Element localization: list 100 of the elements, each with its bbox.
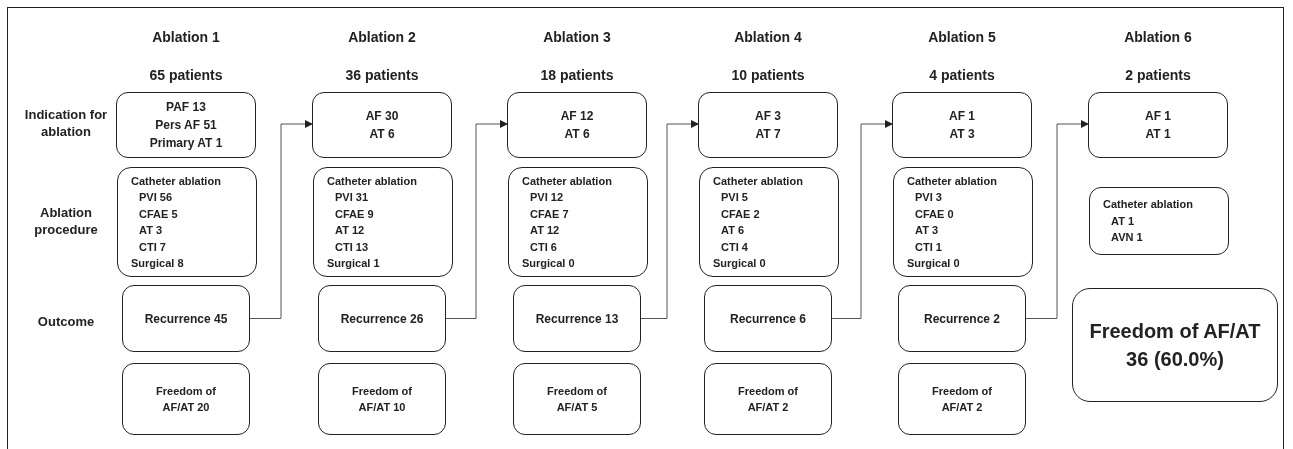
connector-arrow	[1025, 120, 1089, 319]
box-text: AF 1	[949, 108, 975, 125]
box-text: PVI 56	[139, 190, 173, 205]
box-text: CFAE 2	[721, 206, 760, 222]
box-text: CFAE 7	[530, 206, 569, 222]
rounded-box	[122, 285, 250, 352]
box-text: Recurrence 2	[923, 310, 1000, 328]
box-text: Freedom of AF/AT 2	[931, 384, 993, 415]
column-header: 65 patients	[149, 66, 223, 84]
box-text: Catheter ablation	[907, 173, 997, 189]
box-text: CTI 6	[530, 239, 557, 255]
box-text: AT 12	[335, 223, 365, 238]
rounded-box	[1072, 288, 1278, 402]
rounded-box	[117, 167, 257, 277]
box-text: AT 12	[530, 223, 560, 238]
box-text: Catheter ablation	[1103, 197, 1193, 213]
box-text: Surgical 1	[327, 256, 380, 271]
column-header: Ablation 2	[348, 28, 416, 46]
box-text: Catheter ablation	[522, 173, 612, 189]
column-header: Ablation 3	[543, 28, 611, 46]
column-header: 10 patients	[731, 66, 805, 84]
rounded-box	[312, 92, 452, 158]
column-header: Ablation 4	[734, 28, 802, 46]
connector-arrow	[445, 120, 508, 319]
box-text: Pers AF 51	[155, 117, 217, 134]
column-header: 4 patients	[929, 66, 995, 84]
connector-arrow	[831, 120, 893, 319]
box-text: AT 6	[564, 126, 590, 143]
box-text: AF 30	[365, 108, 399, 125]
box-text: Freedom of AF/AT 36 (60.0%)	[1088, 319, 1262, 372]
rounded-box	[704, 363, 832, 435]
rounded-box	[318, 363, 446, 435]
rounded-box	[704, 285, 832, 352]
box-text: CFAE 0	[915, 206, 954, 222]
rounded-box	[893, 167, 1033, 277]
box-text: CFAE 5	[139, 206, 178, 222]
connector-arrow	[640, 120, 699, 319]
box-text: AT 3	[949, 126, 975, 143]
box-text: AT 7	[755, 126, 781, 143]
column-header: Ablation 1	[152, 28, 220, 46]
box-text: PVI 31	[335, 190, 369, 205]
rounded-box	[116, 92, 256, 158]
box-text: Catheter ablation	[131, 173, 221, 189]
box-text: CTI 7	[139, 239, 166, 255]
box-text: PVI 5	[721, 190, 748, 205]
box-text: AT 1	[1111, 213, 1135, 229]
box-text: CTI 13	[335, 239, 368, 255]
rounded-box	[898, 285, 1026, 352]
rounded-box	[898, 363, 1026, 435]
box-text: Recurrence 6	[729, 310, 806, 328]
rounded-box	[318, 285, 446, 352]
rounded-box	[313, 167, 453, 277]
box-text: AF 12	[560, 108, 594, 125]
box-text: Recurrence 26	[340, 310, 424, 328]
rounded-box	[513, 363, 641, 435]
box-text: AT 6	[721, 223, 745, 238]
rounded-box	[507, 92, 647, 158]
connector-arrow	[249, 120, 313, 319]
box-text: Surgical 0	[907, 256, 960, 271]
box-text: Surgical 0	[713, 256, 766, 271]
rounded-box	[1088, 92, 1228, 158]
column-header: 36 patients	[345, 66, 419, 84]
box-text: PAF 13	[166, 99, 206, 116]
box-text: AF 3	[755, 108, 781, 125]
box-text: Primary AT 1	[149, 135, 223, 152]
box-text: Catheter ablation	[327, 173, 417, 189]
box-text: Freedom of AF/AT 20	[155, 384, 217, 415]
rounded-box	[892, 92, 1032, 158]
column-header: Ablation 5	[928, 28, 996, 46]
box-text: Surgical 0	[522, 256, 575, 271]
column-header: Ablation 6	[1124, 28, 1192, 46]
row-label: Outcome	[36, 312, 96, 330]
box-text: PVI 12	[530, 190, 564, 205]
box-text: AT 1	[1145, 126, 1171, 143]
rounded-box	[508, 167, 648, 277]
column-header: 18 patients	[540, 66, 614, 84]
box-text: CTI 1	[915, 239, 942, 255]
rounded-box	[1089, 187, 1229, 255]
box-text: AT 3	[915, 223, 939, 238]
box-text: Freedom of AF/AT 10	[351, 384, 413, 415]
box-text: Surgical 8	[131, 256, 184, 271]
box-text: Catheter ablation	[713, 173, 803, 189]
box-text: AT 6	[369, 126, 395, 143]
rounded-box	[698, 92, 838, 158]
box-text: CTI 4	[721, 239, 748, 255]
rounded-box	[513, 285, 641, 352]
box-text: Freedom of AF/AT 2	[737, 384, 799, 415]
box-text: AVN 1	[1111, 230, 1143, 246]
box-text: CFAE 9	[335, 206, 374, 222]
box-text: Recurrence 13	[535, 310, 619, 328]
column-header: 2 patients	[1125, 66, 1191, 84]
rounded-box	[699, 167, 839, 277]
box-text: PVI 3	[915, 190, 942, 205]
box-text: AT 3	[139, 223, 163, 238]
box-text: Freedom of AF/AT 5	[546, 384, 608, 415]
row-label: Ablation procedure	[33, 204, 99, 238]
box-text: AF 1	[1145, 108, 1171, 125]
rounded-box	[122, 363, 250, 435]
box-text: Recurrence 45	[144, 310, 228, 328]
row-label: Indication for ablation	[23, 106, 109, 140]
